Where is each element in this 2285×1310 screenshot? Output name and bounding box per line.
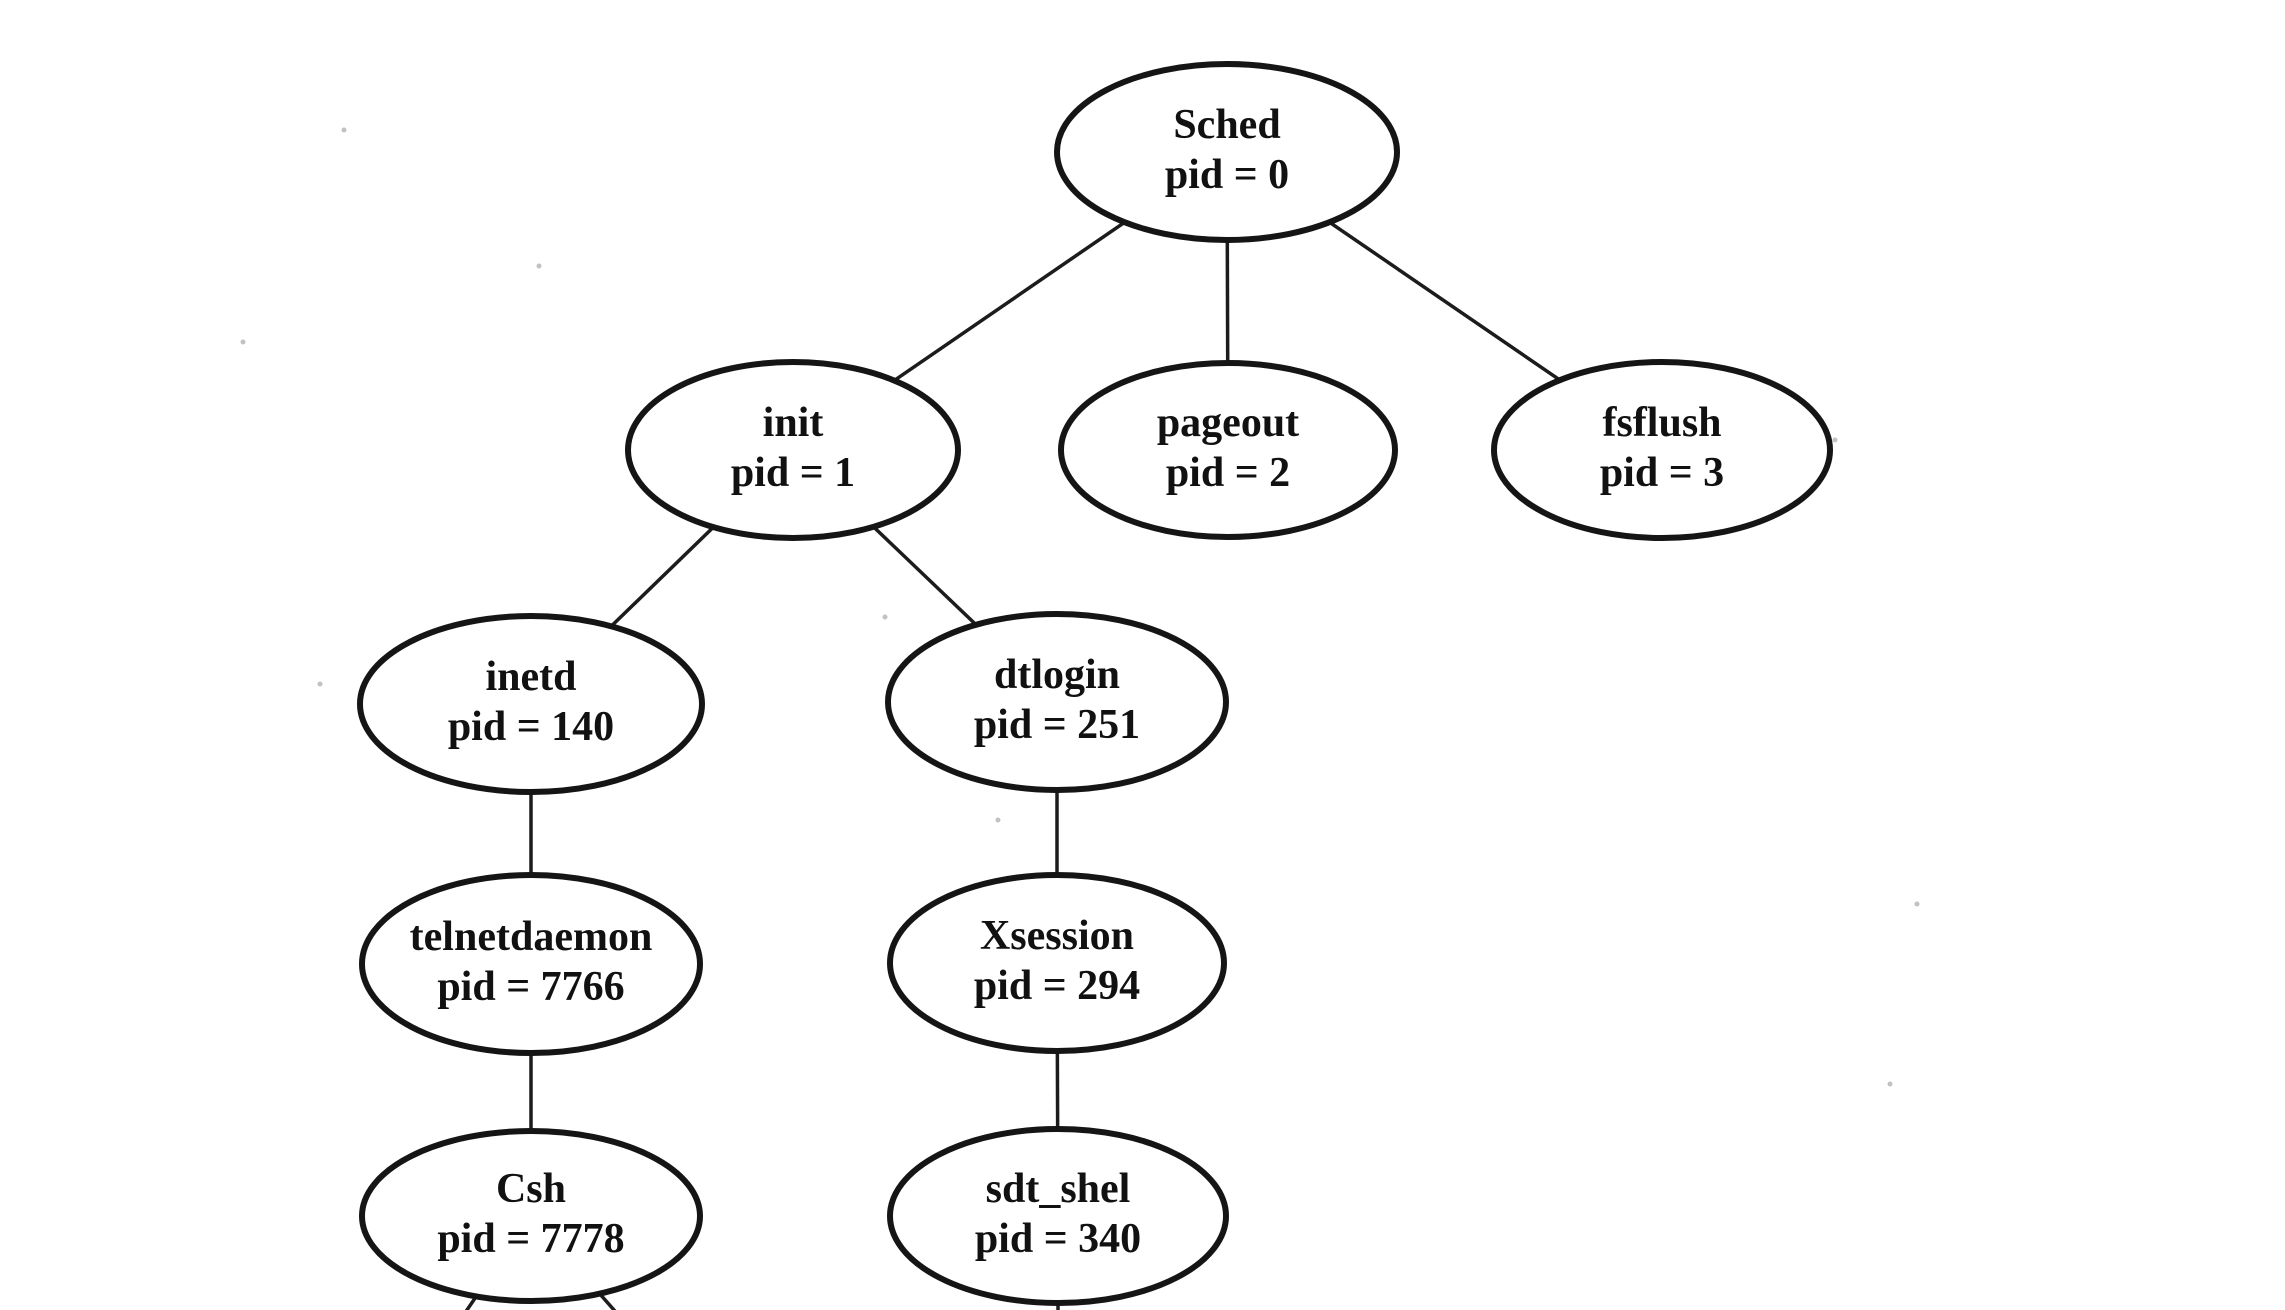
node-pageout-name-label: pageout bbox=[1157, 400, 1299, 446]
scan-speck-6 bbox=[1914, 901, 1920, 907]
node-init-pid-label: pid = 1 bbox=[731, 450, 855, 496]
scan-speck-3 bbox=[317, 681, 323, 687]
node-inetd-ellipse bbox=[357, 613, 705, 795]
node-inetd-pid-label: pid = 140 bbox=[448, 704, 614, 750]
node-sdt_shel-ellipse bbox=[887, 1126, 1229, 1306]
node-dtlogin-ellipse bbox=[885, 611, 1229, 793]
node-dtlogin-name-label: dtlogin bbox=[994, 652, 1120, 698]
node-xsession-name-label: Xsession bbox=[980, 913, 1134, 959]
node-fsflush-ellipse bbox=[1491, 359, 1833, 541]
scan-speck-1 bbox=[536, 263, 542, 269]
node-init-name-label: init bbox=[763, 400, 824, 446]
node-fsflush-name-label: fsflush bbox=[1602, 400, 1721, 446]
node-sched-ellipse bbox=[1054, 61, 1400, 243]
node-telnetdaemon-pid-label: pid = 7766 bbox=[437, 964, 624, 1010]
node-csh-ellipse bbox=[359, 1128, 703, 1304]
specks-layer bbox=[240, 127, 1920, 1087]
node-xsession-pid-label: pid = 294 bbox=[974, 963, 1140, 1009]
node-fsflush-pid-label: pid = 3 bbox=[1600, 450, 1724, 496]
scan-speck-8 bbox=[1832, 437, 1838, 443]
node-pageout-pid-label: pid = 2 bbox=[1166, 450, 1290, 496]
node-csh-name-label: Csh bbox=[496, 1166, 566, 1212]
node-inetd-name-label: inetd bbox=[485, 654, 576, 700]
node-sched-name-label: Sched bbox=[1173, 102, 1280, 148]
node-xsession-ellipse bbox=[887, 872, 1227, 1054]
node-sdt_shel-pid-label: pid = 340 bbox=[975, 1216, 1141, 1262]
node-sched-pid-label: pid = 0 bbox=[1165, 152, 1289, 198]
node-csh-pid-label: pid = 7778 bbox=[437, 1216, 624, 1262]
node-init-ellipse bbox=[625, 359, 961, 541]
node-telnetdaemon-ellipse bbox=[359, 872, 703, 1056]
node-telnetdaemon-name-label: telnetdaemon bbox=[410, 914, 653, 960]
scan-speck-4 bbox=[882, 614, 888, 620]
scan-speck-2 bbox=[240, 339, 246, 345]
node-sdt_shel-name-label: sdt_shel bbox=[986, 1166, 1131, 1212]
scan-speck-7 bbox=[1887, 1081, 1893, 1087]
node-dtlogin-pid-label: pid = 251 bbox=[974, 702, 1140, 748]
scan-speck-5 bbox=[995, 817, 1001, 823]
node-pageout-ellipse bbox=[1058, 360, 1398, 540]
scan-speck-0 bbox=[341, 127, 347, 133]
